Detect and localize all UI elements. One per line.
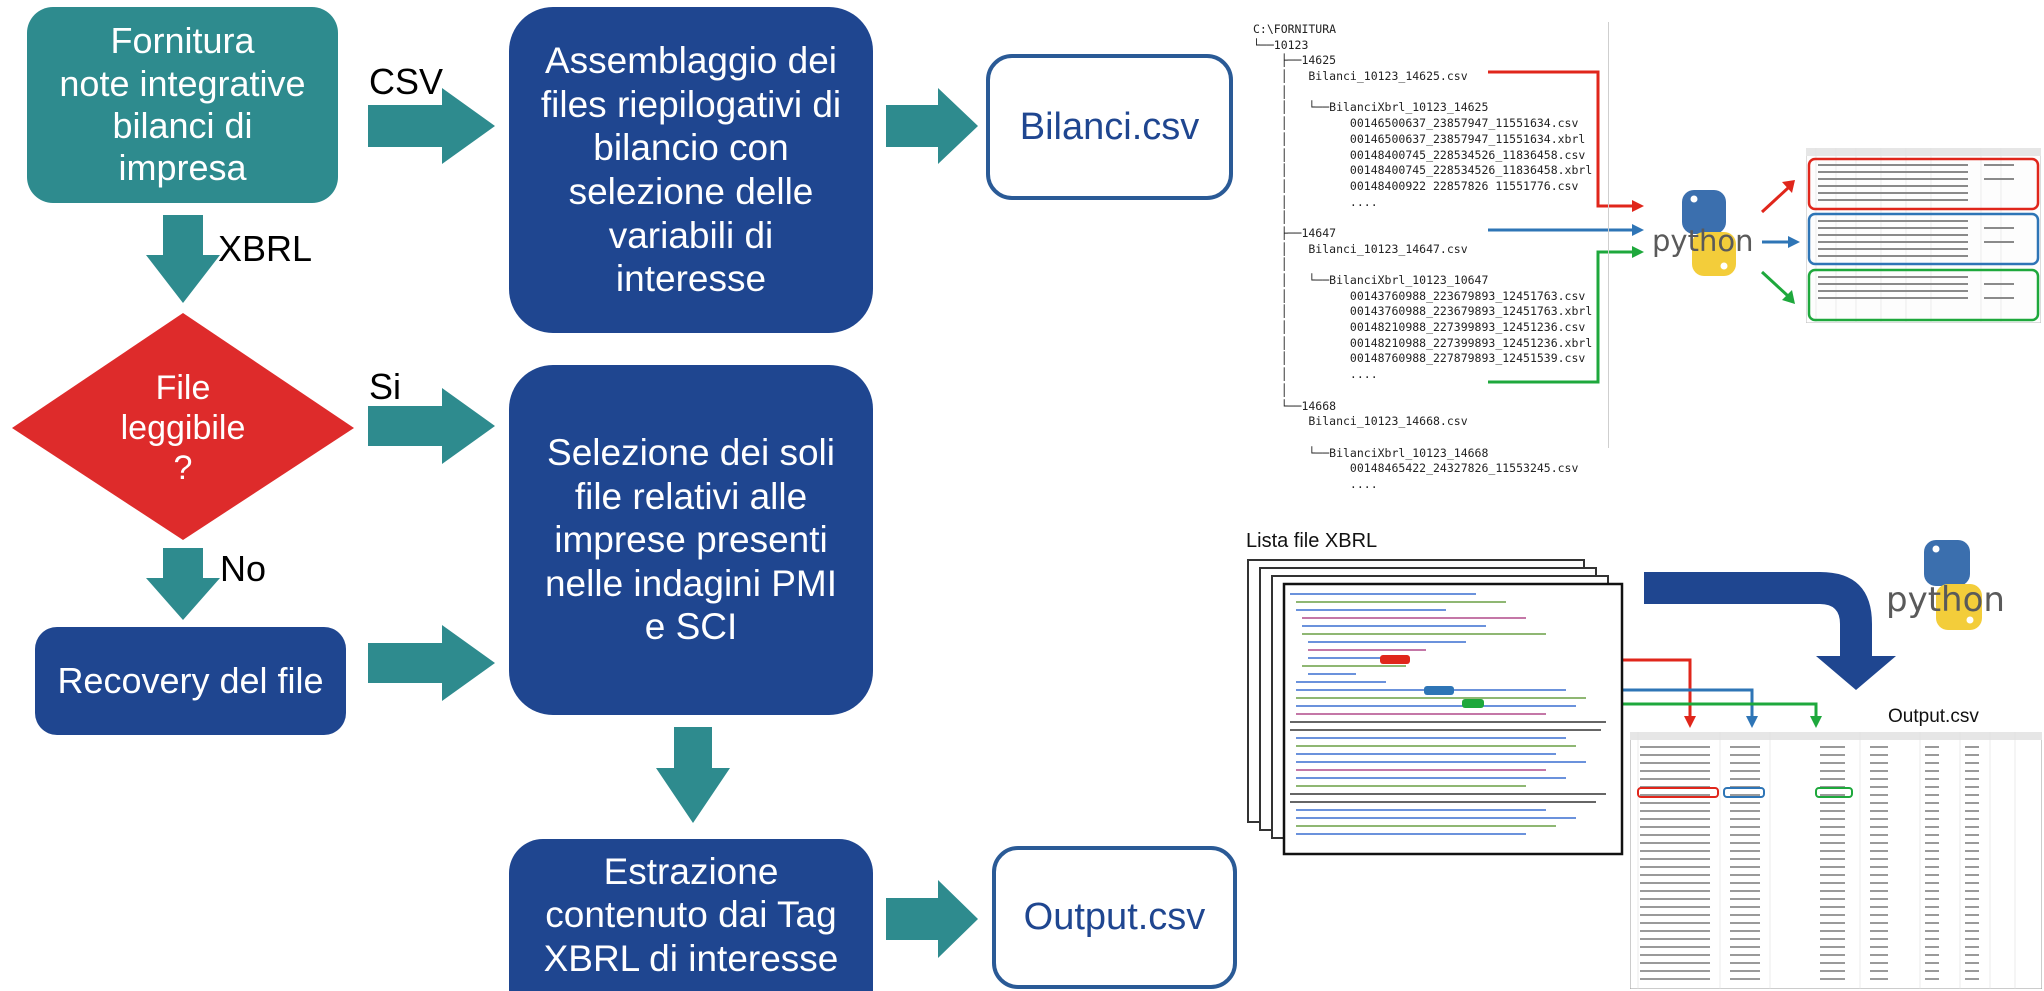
tree-line: │ Bilanci_10123_14625.csv [1253, 69, 1468, 84]
file-leggibile-diamond [12, 313, 354, 540]
bilanci-spreadsheet-thumbnail [1806, 148, 2041, 323]
bilanci-output-box: Bilanci.csv [986, 54, 1233, 200]
tree-line: └──BilanciXbrl_10123_14668 [1253, 445, 1489, 460]
python-text-top: python [1652, 224, 1754, 258]
curved-arrow [1644, 572, 1896, 690]
output-csv-label: Output.csv [1888, 706, 1979, 727]
arrow-output [886, 880, 978, 958]
tree-line: │ [1253, 84, 1288, 99]
tree-line: └──10123 [1253, 37, 1309, 52]
tree-line: │ 00146500637_23857947_11551634.csv [1253, 116, 1579, 131]
tree-line: │ 00148400745_228534526_11836458.csv [1253, 147, 1586, 162]
python-logo-bottom-icon [1924, 540, 1982, 630]
arrow-no [146, 548, 220, 620]
tree-line: │ [1253, 210, 1288, 225]
tree-line: .... [1253, 476, 1378, 491]
tree-line: │ └──BilanciXbrl_10123_14625 [1253, 100, 1489, 115]
output-csv-box: Output.csv [992, 846, 1237, 989]
tree-line: ├──14647 [1253, 225, 1337, 240]
tree-line: │ Bilanci_10123_14647.csv [1253, 241, 1468, 256]
tree-line [1253, 430, 1592, 446]
estrazione-box: Estrazione contenuto dai Tag XBRL di int… [509, 839, 873, 991]
tree-line: │ [1253, 257, 1288, 272]
arrow-recovery [368, 625, 495, 701]
tree-line: Bilanci_10123_14668.csv [1253, 414, 1468, 429]
arrow-down-selezione [656, 727, 730, 823]
python-logo-icon [1682, 190, 1736, 276]
tree-line: │ 00148210988_227399893_12451236.xbrl [1253, 335, 1593, 350]
tree-line: │ 00148210988_227399893_12451236.csv [1253, 320, 1586, 335]
python-text-bottom: python [1886, 580, 2005, 620]
tree-line: │ 00146500637_23857947_11551634.xbrl [1253, 131, 1586, 146]
arrow-xbrl [146, 215, 220, 303]
label-xbrl: XBRL [218, 228, 313, 269]
tree-line: C:\FORNITURA [1253, 22, 1337, 36]
file-leggibile-label: File leggibile ? [120, 368, 246, 488]
assemblaggio-box: Assemblaggio dei files riepilogativi di … [509, 7, 873, 333]
tree-line: │ 00143760988_223679893_12451763.csv [1253, 288, 1586, 303]
label-si: Si [369, 366, 402, 407]
label-csv: CSV [369, 61, 444, 102]
tree-line: │ .... [1253, 194, 1378, 209]
tree-line: └──14668 [1253, 398, 1337, 413]
arrow-bilanci [886, 88, 978, 164]
tree-line: │ [1253, 382, 1288, 397]
tree-line: │ .... [1253, 367, 1378, 382]
label-no: No [220, 548, 267, 589]
lista-xbrl-label: Lista file XBRL [1246, 530, 1378, 552]
tree-line: │ 00143760988_223679893_12451763.xbrl [1253, 304, 1593, 319]
tree-line: │ 00148400745_228534526_11836458.xbrl [1253, 163, 1593, 178]
tree-line: │ 00148760988_227879893_12451539.csv [1253, 351, 1586, 366]
tree-line: │ 00148400922 22857826 11551776.csv [1253, 178, 1579, 193]
arrow-csv [368, 88, 495, 164]
tree-arrows [1488, 70, 1800, 384]
tree-line: 00148465422_24327826_11553245.csv [1253, 461, 1579, 476]
arrow-si [368, 388, 495, 464]
recovery-box: Recovery del file [35, 627, 346, 735]
fornitura-box: Fornitura note integrative bilanci di im… [27, 7, 338, 203]
selezione-box: Selezione dei soli file relativi alle im… [509, 365, 873, 715]
directory-tree: C:\FORNITURA└──10123 ├──14625 │ Bilanci_… [1253, 22, 1610, 491]
tree-line: │ └──BilanciXbrl_10123_10647 [1253, 273, 1489, 287]
tree-line: ├──14625 [1253, 53, 1337, 68]
output-spreadsheet-thumbnail [1630, 732, 2042, 989]
xbrl-documents-stack [1247, 559, 1624, 856]
